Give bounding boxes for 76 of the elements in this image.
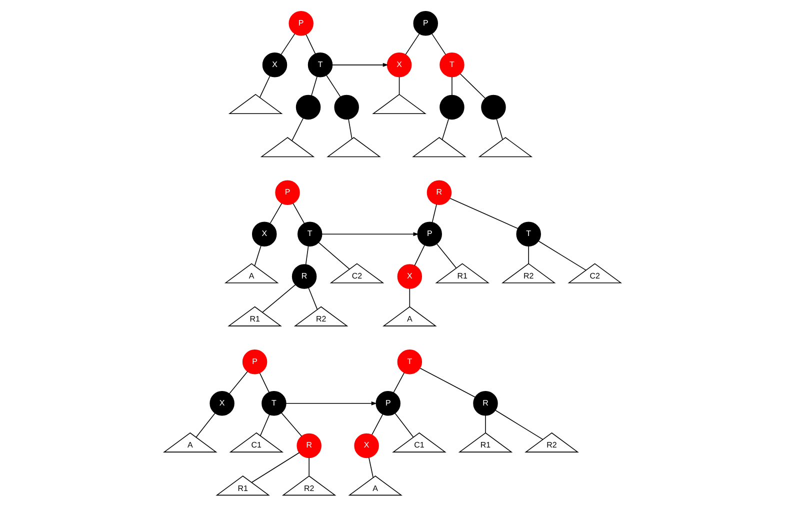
node-circle: T [397, 350, 422, 374]
connector [436, 244, 457, 268]
node-circle: T [440, 52, 464, 78]
node-triangle [228, 94, 283, 114]
connector [308, 287, 318, 310]
connector [405, 33, 420, 55]
connector [460, 73, 486, 99]
connector [196, 412, 216, 438]
connector [394, 412, 414, 438]
connector [318, 242, 350, 270]
connector [442, 118, 450, 140]
node-circle: P [275, 180, 300, 206]
connector [398, 76, 400, 95]
connector [292, 118, 304, 141]
node-circle: P [288, 11, 314, 36]
node-circle: R [426, 180, 452, 206]
connector [262, 284, 296, 313]
connector [450, 198, 518, 229]
connector [251, 452, 300, 483]
node-circle: T [298, 222, 322, 247]
node-triangle [478, 137, 533, 158]
connector [393, 372, 405, 394]
connector [372, 414, 384, 436]
connector [259, 76, 270, 98]
connector [326, 74, 341, 98]
connector [254, 245, 262, 266]
node-circle [296, 94, 321, 120]
node-circle: X [386, 52, 412, 78]
node-circle [440, 94, 464, 120]
node-circle: R [296, 433, 322, 458]
node-circle: X [252, 222, 277, 247]
node-circle: R [473, 391, 498, 416]
connector [292, 202, 305, 224]
node-circle: R [292, 264, 317, 289]
node-circle: T [262, 391, 286, 416]
connector [311, 76, 318, 96]
node-circle [481, 94, 506, 120]
arrow [286, 401, 377, 406]
connector [305, 246, 309, 265]
node-circle: P [417, 222, 442, 247]
node-circle: T [308, 52, 333, 78]
connector [228, 371, 248, 394]
node-circle: X [397, 264, 422, 289]
connector [260, 414, 270, 436]
node-triangle [372, 94, 426, 114]
node-triangle [260, 137, 315, 158]
node-circle: P [376, 391, 400, 416]
node-circle [334, 94, 359, 120]
node-triangle [412, 137, 466, 158]
arrow [322, 232, 419, 236]
connector [409, 288, 410, 307]
connector [528, 246, 529, 264]
connector [414, 244, 425, 266]
connector [308, 457, 310, 476]
connector [280, 33, 296, 55]
connector [431, 33, 446, 55]
node-circle: X [354, 433, 379, 458]
node-circle: X [262, 52, 288, 78]
connector [281, 412, 302, 437]
node-circle: T [516, 222, 541, 247]
node-triangle [326, 137, 381, 158]
connector [270, 202, 282, 224]
arrow [332, 62, 388, 67]
connector [485, 415, 486, 434]
connector [306, 34, 316, 54]
connector [368, 457, 374, 478]
connector [495, 410, 544, 440]
node-circle: P [242, 350, 268, 374]
connector [259, 372, 270, 393]
connector [432, 204, 437, 223]
connector [420, 368, 476, 398]
node-circle: P [413, 11, 438, 36]
connector [496, 118, 503, 140]
connector [348, 118, 352, 140]
node-circle: X [210, 391, 234, 416]
connector [538, 240, 586, 271]
